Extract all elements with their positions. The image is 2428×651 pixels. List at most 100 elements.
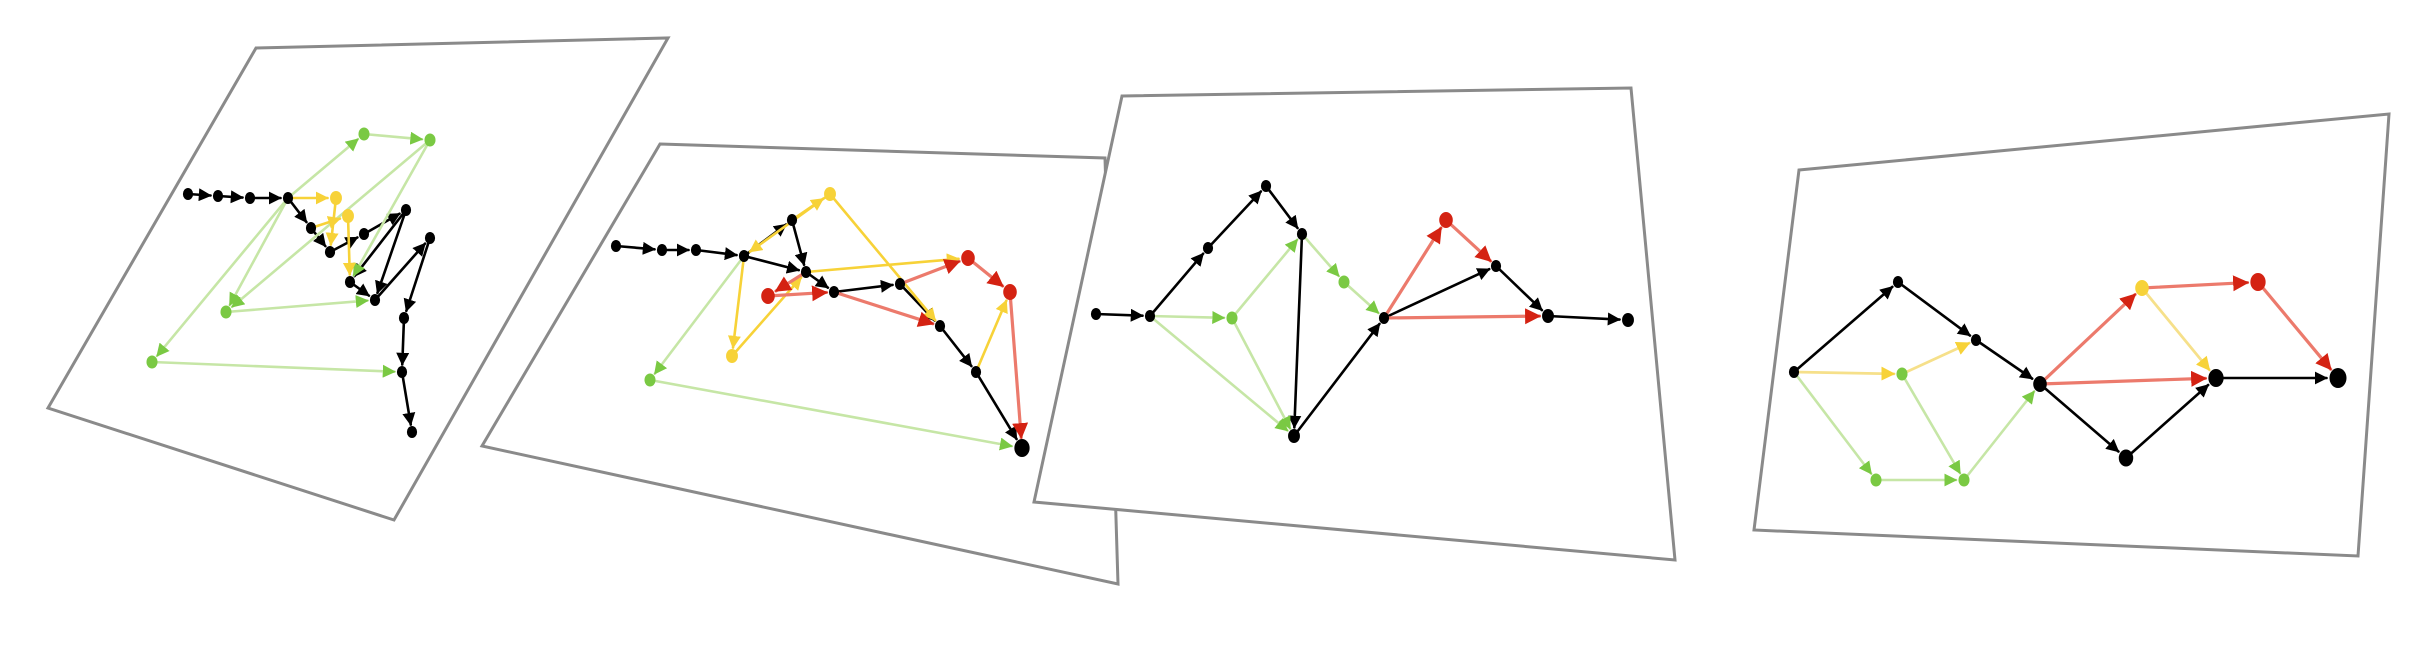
edge-dy1-d5 [2140, 286, 2211, 372]
edge-dg1-d2 [1900, 341, 1971, 376]
edge-c2-c3 [1206, 190, 1263, 250]
edge-c1-cg1 [1148, 311, 1226, 325]
node-d0 [1788, 366, 1800, 378]
node-b3 [738, 250, 750, 262]
edge-d3-d5 [2038, 370, 2208, 387]
node-ay1 [330, 191, 342, 205]
node-by1 [726, 349, 738, 363]
node-b9 [970, 366, 982, 378]
edge-a11-a12 [396, 316, 410, 366]
node-b4 [786, 214, 798, 226]
edge-a12-a13 [400, 370, 416, 426]
node-d5 [2208, 369, 2224, 387]
node-b10 [1014, 439, 1030, 457]
panel-4-frame [1752, 112, 2391, 558]
node-a7 [400, 204, 412, 216]
edge-a3-ag4 [155, 196, 290, 358]
edge-b6-b7 [832, 279, 894, 294]
node-cr1 [1439, 212, 1453, 228]
edge-c0-c1 [1094, 308, 1144, 322]
node-c2 [1202, 242, 1214, 254]
node-ag2 [424, 133, 436, 147]
edge-d0-dg1 [1792, 366, 1896, 381]
edge-b9-br2 [974, 299, 1008, 374]
node-c6 [1378, 312, 1390, 324]
node-b7 [894, 278, 906, 290]
edge-b8-b9 [938, 324, 973, 368]
node-dg2 [1870, 473, 1882, 487]
edge-c3-c4 [1264, 184, 1299, 230]
edge-b4-b5 [790, 218, 808, 267]
edge-b7-br3 [898, 259, 961, 286]
node-cg2 [1338, 275, 1350, 289]
edge-ag2-a8 [352, 138, 432, 277]
node-c5 [1288, 429, 1300, 443]
node-b0 [610, 240, 622, 252]
edge-c4-cg2 [1300, 232, 1341, 278]
edge-ag1-ag2 [362, 131, 424, 145]
edge-b2-b3 [694, 247, 738, 261]
edge-dg1-dg3 [1900, 372, 1962, 475]
edge-c4-c5 [1288, 232, 1304, 429]
edge-br3-br2 [966, 256, 1005, 288]
node-a8 [344, 276, 356, 288]
edge-c1-c5 [1148, 314, 1289, 432]
node-dg3 [1958, 473, 1970, 487]
node-c7 [1490, 260, 1502, 272]
edge-a7-a9 [375, 208, 408, 295]
edge-ay2-a8 [342, 214, 356, 276]
edge-dg3-d3 [1962, 390, 2036, 482]
edge-c6-c7 [1382, 267, 1491, 320]
node-a5 [324, 246, 336, 258]
edge-br2-b10 [1008, 290, 1029, 440]
node-a11 [398, 312, 410, 324]
panel-3-frame [1032, 86, 1677, 562]
node-ag3 [220, 305, 232, 319]
node-br3 [961, 250, 975, 266]
edge-ag3-a9 [224, 295, 369, 314]
node-d6 [2329, 368, 2347, 388]
node-c4 [1296, 228, 1308, 240]
node-dy1 [2135, 280, 2149, 296]
edge-c6-c8 [1382, 308, 1542, 325]
edge-d1-d2 [1896, 280, 1972, 337]
edge-b9-b10 [974, 370, 1018, 441]
node-a0 [182, 188, 194, 200]
node-b1 [656, 244, 668, 256]
node-a13 [406, 426, 418, 438]
edge-a3-ag1 [286, 137, 360, 200]
edge-c5-c6 [1292, 322, 1381, 438]
panel-1-frame [45, 36, 671, 522]
node-d2 [1970, 334, 1982, 346]
node-a9 [369, 294, 381, 306]
node-a4 [305, 222, 317, 234]
node-dr1 [2250, 273, 2266, 291]
edge-d3-d4 [2038, 382, 2120, 453]
node-c0 [1090, 308, 1102, 320]
graph-panel-4 [1752, 112, 2391, 558]
edge-b3-by1 [727, 254, 746, 349]
edge-c6-cr1 [1382, 226, 1443, 320]
edge-ag4-a12 [150, 360, 396, 378]
node-cg1 [1226, 311, 1238, 325]
edge-b3-bg1 [653, 254, 746, 375]
node-c8 [1542, 309, 1554, 323]
node-a3 [282, 192, 294, 204]
edge-b3-b5 [742, 254, 801, 274]
node-a12 [396, 366, 408, 378]
node-a2 [244, 192, 256, 204]
edge-br1-b6 [766, 285, 829, 302]
edge-cg1-c5 [1230, 316, 1292, 430]
edge-cr1-c7 [1444, 218, 1493, 263]
edge-cg1-c4 [1230, 238, 1299, 320]
node-a10 [424, 232, 436, 244]
node-dg1 [1896, 367, 1908, 381]
node-br2 [1003, 284, 1017, 300]
edge-d3-dy1 [2038, 292, 2137, 386]
edge-d0-d1 [1792, 285, 1894, 374]
node-ay2 [342, 209, 354, 223]
edge-d4-d5 [2124, 383, 2210, 460]
panel-2-frame [479, 142, 1120, 586]
node-c3 [1260, 180, 1272, 192]
